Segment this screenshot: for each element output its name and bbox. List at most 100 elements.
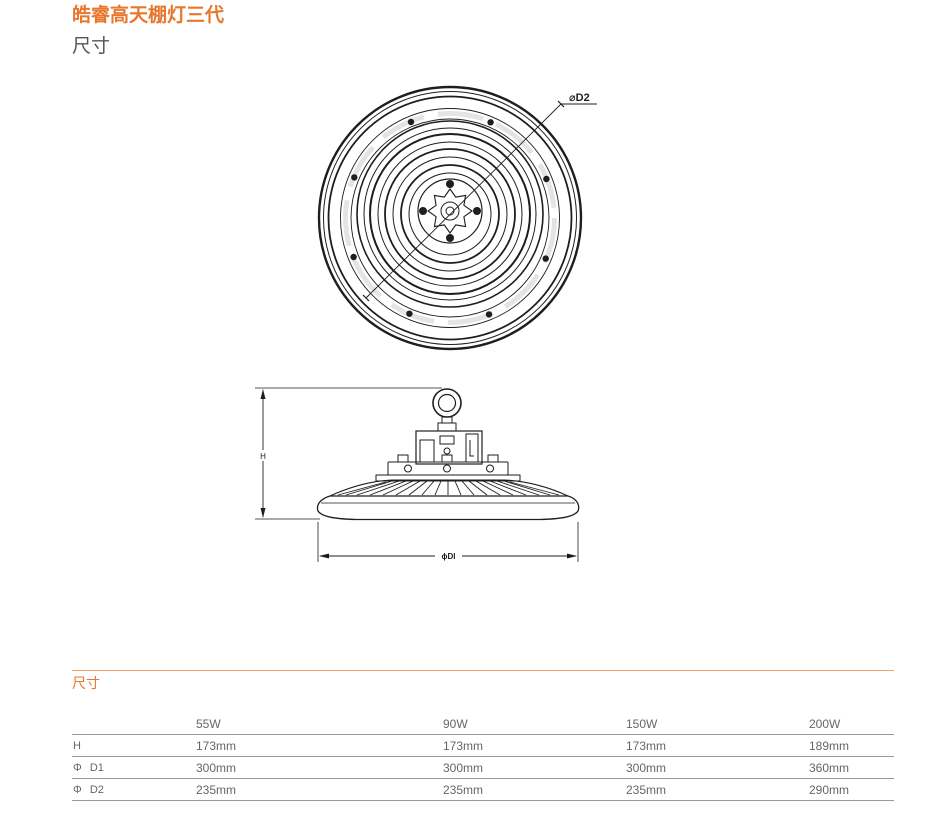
reflector-ring xyxy=(369,133,531,295)
housing-screw xyxy=(486,464,494,473)
heat-sink-fin xyxy=(496,480,540,496)
height-arrow-bottom xyxy=(260,508,266,518)
eye-bolt-outer xyxy=(432,388,462,418)
rim-ring-1 xyxy=(323,91,577,345)
d2-label: ⌀D2 xyxy=(569,92,590,104)
heat-sink-fin xyxy=(454,480,462,496)
cell-value: 360mm xyxy=(809,760,850,775)
hub-ring xyxy=(417,178,483,244)
reflector-ring xyxy=(392,156,508,272)
cell-value: 189mm xyxy=(809,738,850,753)
cell-value: 235mm xyxy=(196,782,237,797)
d2-dimension-line xyxy=(365,103,597,299)
driver-connector xyxy=(465,433,479,463)
bolt-band-inner xyxy=(350,118,550,318)
heat-sink-fin xyxy=(503,480,551,496)
rim-ring-2 xyxy=(327,95,573,341)
table-row-d2: Φ D2 235mm 235mm 235mm 290mm xyxy=(72,779,894,801)
base-dish xyxy=(316,495,580,521)
housing-bolt-head xyxy=(397,454,409,463)
heat-sink-fin xyxy=(489,480,527,496)
cell-value: 173mm xyxy=(443,738,484,753)
heat-sink-fin xyxy=(395,480,421,496)
diameter-label: ϕDI xyxy=(442,552,456,561)
heat-sink-fin xyxy=(509,481,560,496)
cell-value: 173mm xyxy=(196,738,237,753)
housing-screw xyxy=(443,464,451,473)
section-divider xyxy=(72,670,894,671)
driver-label-plate xyxy=(439,435,455,445)
cell-value: 300mm xyxy=(626,760,667,775)
driver-screw xyxy=(443,447,451,455)
diameter-arrow-left xyxy=(319,553,329,559)
housing-bolt-head xyxy=(441,454,453,463)
dimensions-table: 55W 90W 150W 200W H 173mm 173mm 173mm 18… xyxy=(72,713,894,801)
heat-sink-fin xyxy=(369,480,407,496)
bolt-hole xyxy=(542,255,549,262)
reflector-ring xyxy=(408,172,492,256)
height-label-backdrop xyxy=(258,450,268,461)
product-technical-drawing: ⌀D2 xyxy=(255,85,597,562)
driver-box xyxy=(415,430,483,465)
height-label: H xyxy=(260,452,266,461)
eye-bolt-nut xyxy=(437,422,457,432)
cell-value: 290mm xyxy=(809,782,850,797)
product-title: 皓睿高天棚灯三代 xyxy=(72,5,225,26)
driver-cable xyxy=(469,440,474,457)
heat-sink-fin xyxy=(345,480,393,496)
d2-dimension-tick xyxy=(362,294,370,302)
heat-sink-fin xyxy=(408,480,428,496)
header-90w: 90W xyxy=(443,716,468,731)
row-label: H xyxy=(73,739,81,752)
hub-inner-ring xyxy=(440,201,460,221)
bolt-hole xyxy=(543,175,550,183)
height-arrow-top xyxy=(260,389,266,399)
d2-dimension-tick xyxy=(557,100,565,108)
table-header-row: 55W 90W 150W 200W xyxy=(72,713,894,735)
reflector-ring xyxy=(356,120,544,308)
heat-sink-dome xyxy=(329,479,569,497)
driver-panel xyxy=(419,439,435,463)
reflector-ring xyxy=(363,127,537,301)
dimensions-subtitle: 尺寸 xyxy=(72,36,111,57)
bolt-hole xyxy=(350,253,357,261)
bolt-hole xyxy=(487,119,494,126)
heat-sink-fin xyxy=(461,480,475,496)
table-row-height: H 173mm 173mm 173mm 189mm xyxy=(72,735,894,757)
side-view-drawing xyxy=(255,387,580,562)
diameter-arrow-right xyxy=(567,553,577,559)
bolt-band-outer xyxy=(340,108,560,328)
spec-section-heading: 尺寸 xyxy=(72,675,100,691)
header-55w: 55W xyxy=(196,716,221,731)
housing-bolt-head xyxy=(487,454,499,463)
heat-sink-fins xyxy=(337,480,560,496)
heat-sink-fin xyxy=(382,480,414,496)
reflector-ring xyxy=(384,148,516,280)
heat-sink-fin xyxy=(482,480,514,496)
center-hub xyxy=(417,178,483,244)
heat-sink-fin xyxy=(434,480,442,496)
bolt-hole xyxy=(406,310,413,317)
table-row-d1: Φ D1 300mm 300mm 300mm 360mm xyxy=(72,757,894,779)
header-150w: 150W xyxy=(626,716,658,731)
bolt-band-cutouts xyxy=(343,111,557,325)
hub-bolt xyxy=(419,207,427,215)
top-view-drawing xyxy=(317,85,597,351)
hub-gear xyxy=(427,188,473,234)
cell-value: 235mm xyxy=(443,782,484,797)
reflector-ring xyxy=(377,141,523,287)
bolt-hole xyxy=(485,311,493,318)
hub-bolt xyxy=(473,207,481,215)
heat-sink-fin xyxy=(475,480,501,496)
heat-sink-fin xyxy=(337,481,387,496)
cell-value: 173mm xyxy=(626,738,667,753)
housing-screw xyxy=(404,464,412,473)
outer-rim xyxy=(317,85,583,351)
hub-bolt xyxy=(446,234,454,242)
reflector-ring xyxy=(400,164,500,264)
outer-bolt-holes xyxy=(350,118,550,318)
cell-value: 300mm xyxy=(196,760,237,775)
eye-bolt-inner xyxy=(437,393,457,413)
bolt-hole xyxy=(407,118,415,126)
cell-value: 235mm xyxy=(626,782,667,797)
